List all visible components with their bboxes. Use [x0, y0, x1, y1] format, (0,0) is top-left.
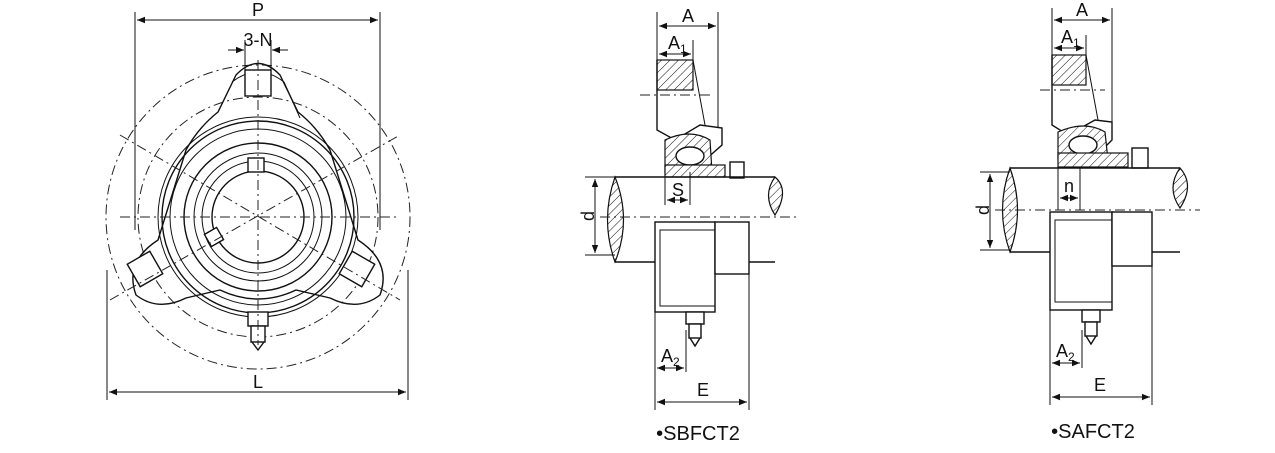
- safct2-label-n: n: [1064, 176, 1074, 196]
- safct2-label-a2: A2: [1056, 341, 1075, 364]
- sbfct2-side-view: [585, 12, 800, 410]
- safct2-side-view: [980, 8, 1200, 405]
- safct2-label-e: E: [1094, 375, 1106, 395]
- safct2-label-a: A: [1076, 0, 1088, 20]
- safct2-caption: •SAFCT2: [1051, 421, 1135, 443]
- sbfct2-label-a2: A2: [661, 346, 680, 369]
- dim-label-p: P: [252, 0, 264, 20]
- dim-label-3n: 3-N: [243, 30, 272, 50]
- safct2-label-a1: A1: [1061, 27, 1080, 50]
- sbfct2-label-e: E: [697, 380, 709, 400]
- safct2-label-d: d: [973, 205, 993, 215]
- sbfct2-label-s: S: [672, 180, 684, 200]
- dim-label-l: L: [253, 372, 263, 392]
- sbfct2-label-a: A: [682, 6, 694, 26]
- sbfct2-caption: •SBFCT2: [656, 423, 740, 445]
- sbfct2-label-a1: A1: [668, 33, 687, 56]
- front-view: [105, 12, 411, 400]
- sbfct2-label-d: d: [578, 211, 598, 221]
